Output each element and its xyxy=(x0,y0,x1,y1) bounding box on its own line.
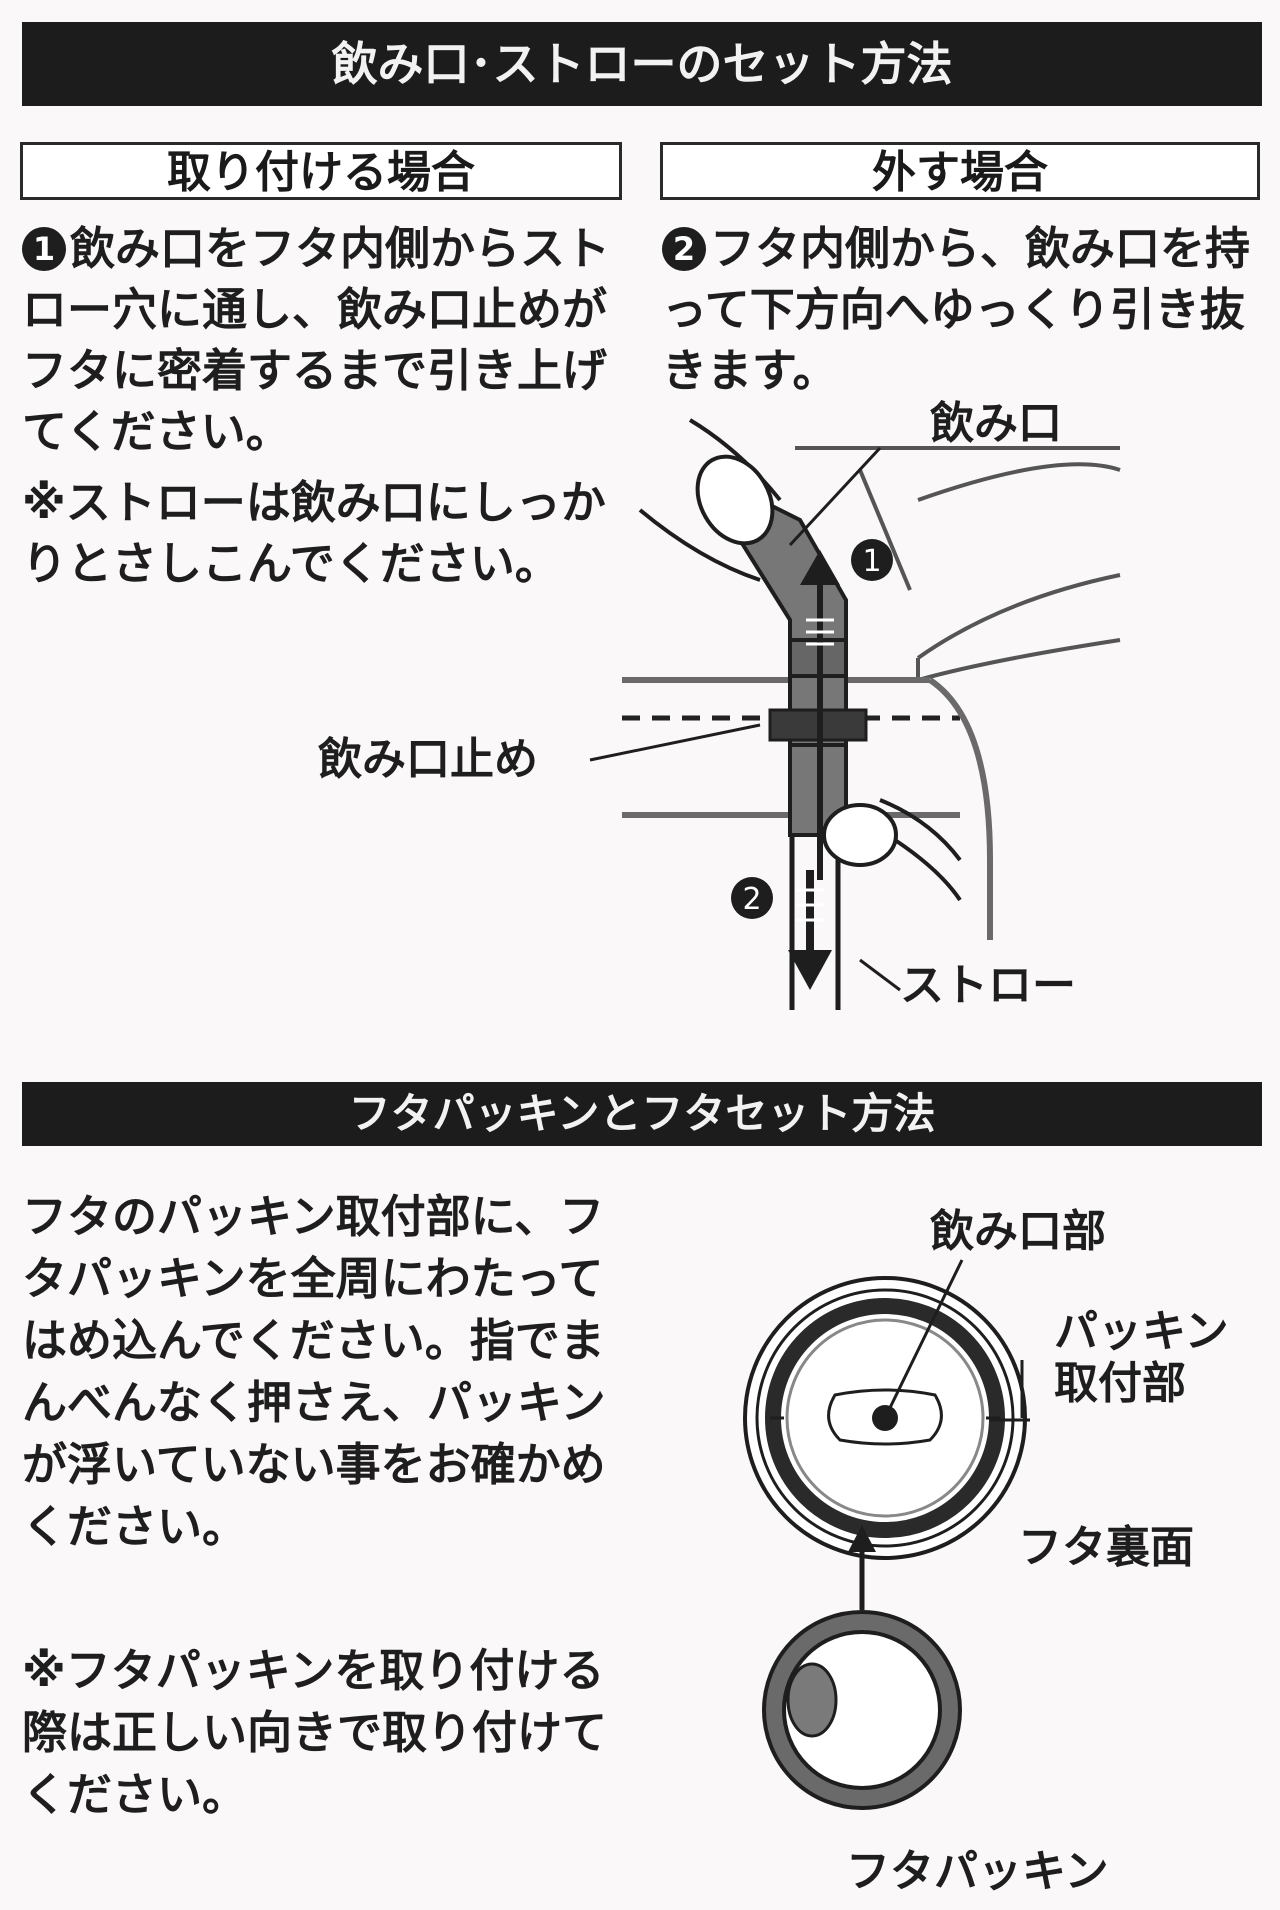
arrow-1-badge xyxy=(851,539,893,581)
attach-step-text: 飲み口をフタ内側からストロー穴に通し、飲み口止めがフタに密着するまで引き上げてく… xyxy=(22,222,611,458)
remove-heading: 外す場合 xyxy=(660,142,1260,200)
packing-note: ※フタパッキンを取り付ける際は正しい向きで取り付けてください。 xyxy=(22,1644,608,1821)
arrow-2-number: 2 xyxy=(742,882,761,917)
label-stopper: 飲み口止め xyxy=(318,734,538,785)
attach-note: ※ストローは飲み口にしっかりとさしこんでください。 xyxy=(22,476,606,590)
step-1-badge: 1 xyxy=(22,227,66,271)
arrow-2-badge xyxy=(731,877,773,919)
section-title-straw-setup: 飲み口･ストローのセット方法 xyxy=(22,22,1262,106)
label-packing-mount: パッキン 取付部 xyxy=(1054,1306,1229,1409)
section-title-lid-packing: フタパッキンとフタセット方法 xyxy=(22,1082,1262,1146)
arrow-1-number: 1 xyxy=(862,544,881,579)
packing-instructions: フタのパッキン取付部に、フタパッキンを全周にわたってはめ込んでください。指でまん… xyxy=(22,1190,606,1553)
label-mouth-part: 飲み口部 xyxy=(930,1206,1106,1257)
label-lid-back: フタ裏面 xyxy=(1018,1522,1194,1573)
label-lid-packing: フタパッキン xyxy=(846,1846,1109,1897)
step-2-badge: 2 xyxy=(662,227,706,271)
label-mouthpiece: 飲み口 xyxy=(930,398,1062,449)
attach-heading: 取り付ける場合 xyxy=(20,142,622,200)
label-straw: ストロー xyxy=(900,960,1076,1011)
remove-step-text: フタ内側から、飲み口を持って下方向へゆっくり引き抜きます。 xyxy=(662,222,1251,397)
